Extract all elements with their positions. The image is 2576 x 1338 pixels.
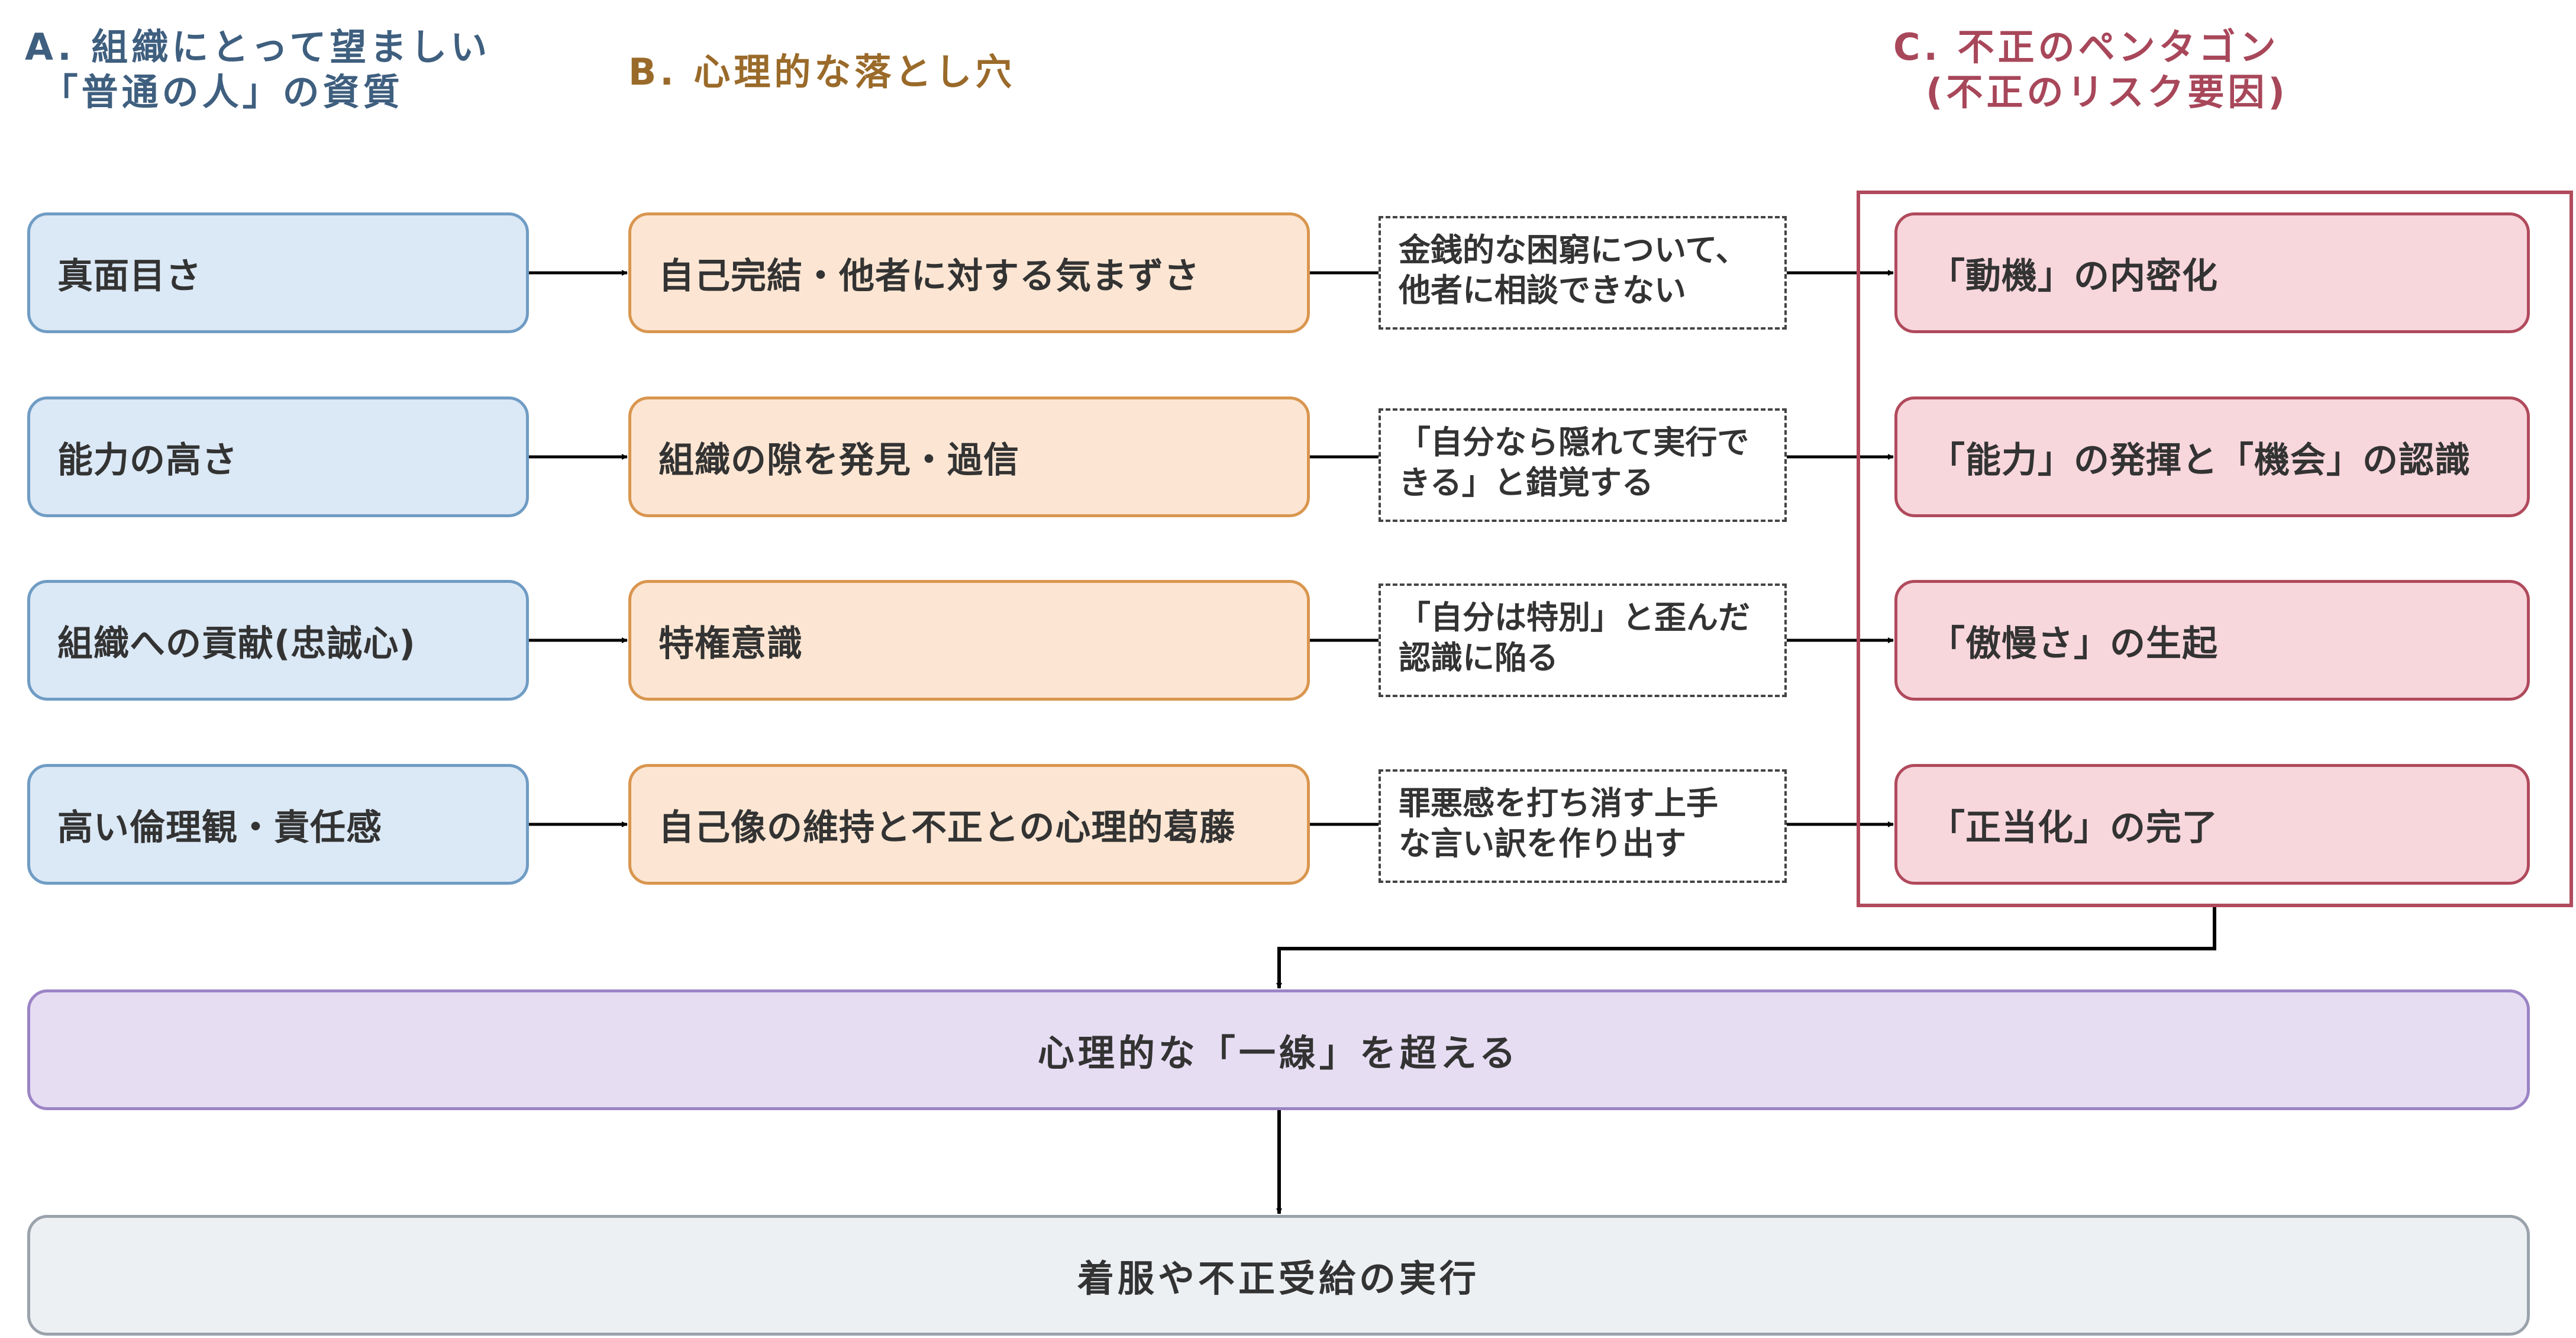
- arrow-pentagon-to-cross-line: [1276, 907, 2216, 989]
- note-box-3: 「自分は特別」と歪んだ 認識に陥る: [1379, 583, 1787, 697]
- quality-box-4: 高い倫理観・責任感: [27, 764, 529, 885]
- note-box-2: 「自分なら隠れて実行で きる」と錯覚する: [1379, 408, 1787, 522]
- quality-box-1: 真面目さ: [27, 212, 529, 333]
- risk-factor-box-2: 「能力」の発揮と「機会」の認識: [1894, 396, 2530, 517]
- risk-factor-box-1: 「動機」の内密化: [1894, 212, 2530, 333]
- fraud-pentagon-frame: [1857, 191, 2573, 907]
- risk-factor-box-3: 「傲慢さ」の生起: [1894, 580, 2530, 701]
- pitfall-box-1: 自己完結・他者に対する気まずさ: [628, 212, 1310, 333]
- note-box-1: 金銭的な困窮について、 他者に相談できない: [1379, 216, 1787, 330]
- quality-box-3: 組織への貢献(忠誠心): [27, 580, 529, 701]
- pitfall-box-3: 特権意識: [628, 580, 1310, 701]
- note-box-4: 罪悪感を打ち消す上手 な言い訳を作り出す: [1379, 769, 1787, 883]
- quality-box-2: 能力の高さ: [27, 396, 529, 517]
- column-b-header: B. 心理的な落とし穴: [628, 50, 1016, 94]
- execution-box: 着服や不正受給の実行: [27, 1215, 2530, 1336]
- risk-factor-box-4: 「正当化」の完了: [1894, 764, 2530, 885]
- pitfall-box-2: 組織の隙を発見・過信: [628, 396, 1310, 517]
- cross-line-box: 心理的な「一線」を超える: [27, 989, 2530, 1110]
- pitfall-box-4: 自己像の維持と不正との心理的葛藤: [628, 764, 1310, 885]
- column-a-header: A. 組織にとって望ましい 「普通の人」の資質: [25, 25, 491, 114]
- column-c-header: C. 不正のペンタゴン (不正のリスク要因): [1893, 25, 2288, 114]
